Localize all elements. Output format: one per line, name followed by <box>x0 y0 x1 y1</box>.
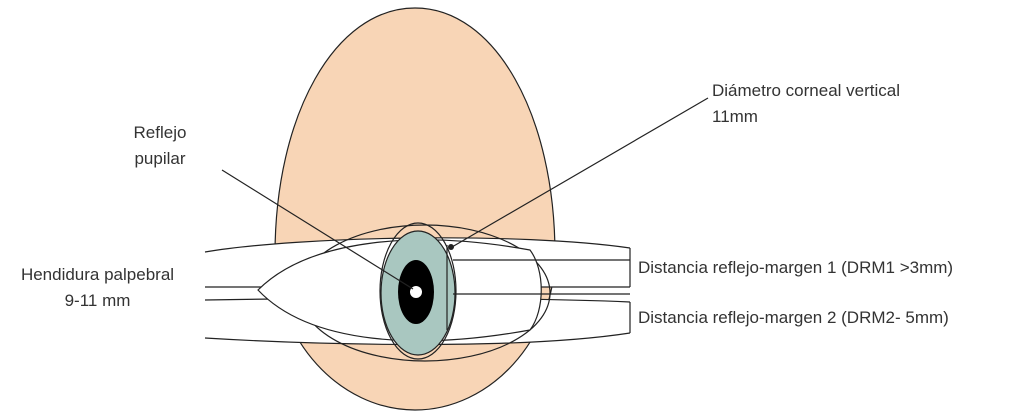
mrd1-label-text: Distancia reflejo-margen 1 (DRM1 >3mm) <box>638 255 953 281</box>
mrd1-label: Distancia reflejo-margen 1 (DRM1 >3mm) <box>638 255 953 281</box>
mrd2-label-text: Distancia reflejo-margen 2 (DRM2- 5mm) <box>638 305 949 331</box>
palpebral-fissure-label: Hendidura palpebral 9-11 mm <box>0 262 195 314</box>
corneal-diameter-label: Diámetro corneal vertical 11mm <box>712 78 900 130</box>
corneal-diameter-label-line2: 11mm <box>712 104 900 130</box>
pupil-reflex-label-line2: pupilar <box>100 146 220 172</box>
mrd2-label: Distancia reflejo-margen 2 (DRM2- 5mm) <box>638 305 949 331</box>
pupil-reflex-label-line1: Reflejo <box>100 120 220 146</box>
corneal-diameter-label-line1: Diámetro corneal vertical <box>712 78 900 104</box>
pupil-reflex-label: Reflejo pupilar <box>100 120 220 172</box>
palpebral-fissure-label-line2: 9-11 mm <box>0 288 195 314</box>
palpebral-fissure-label-line1: Hendidura palpebral <box>0 262 195 288</box>
